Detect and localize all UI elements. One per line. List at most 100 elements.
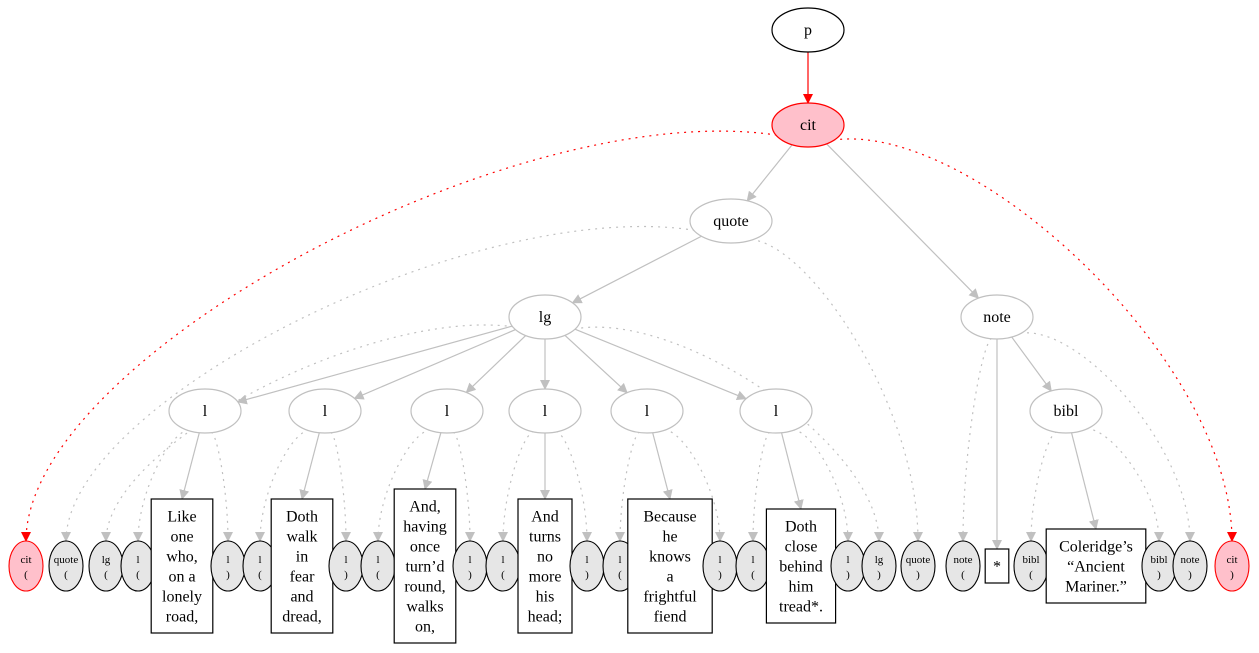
node-label: lg (539, 309, 551, 326)
node-label: l (323, 403, 328, 420)
text-line: round, (404, 579, 445, 596)
text-line: Doth (785, 519, 817, 536)
marker-tag: bibl (1150, 554, 1167, 566)
node-l: l (508, 388, 582, 434)
tree-edge (780, 432, 804, 510)
marker-paren: ) (468, 569, 472, 581)
text-line: no (537, 549, 553, 566)
marker-paren: ) (1230, 569, 1234, 581)
tree-edge (422, 432, 442, 490)
marker-tag: cit (21, 554, 32, 566)
marker-token: l) (328, 540, 364, 592)
text-line: on, (415, 619, 435, 636)
node-label: p (804, 22, 812, 39)
marker-paren: ( (961, 569, 965, 581)
marker-paren: ( (618, 569, 622, 581)
marker-paren: ) (916, 569, 920, 581)
node-label: quote (713, 213, 749, 230)
text-line: knows (649, 549, 691, 566)
tree-edge (299, 432, 320, 500)
tree-edge (179, 432, 200, 500)
marker-token: bibl) (1141, 540, 1177, 592)
marker-tag: quote (906, 554, 931, 566)
text-token: Like one who, on a lonely road, (150, 498, 214, 634)
marker-tag: l (468, 554, 471, 566)
text-line: road, (166, 609, 198, 626)
marker-paren: ( (501, 569, 505, 581)
marker-paren: ) (1157, 569, 1161, 581)
tree-edge (373, 429, 431, 542)
marker-tag: l (258, 554, 261, 566)
text-line: frightful (643, 589, 697, 606)
edges-layer (21, 52, 1237, 550)
tree-edge (61, 225, 695, 542)
tree-edge (826, 143, 980, 299)
tree-edge (255, 429, 310, 542)
marker-tag: cit (1227, 554, 1238, 566)
text-line: and (290, 589, 313, 606)
text-line: behind (779, 559, 823, 576)
text-line: one (170, 529, 193, 546)
tree-edge (465, 335, 527, 394)
marker-token: l( (735, 540, 771, 592)
marker-token: l) (210, 540, 246, 592)
node-label: l (445, 403, 450, 420)
tree-edge (574, 326, 884, 542)
marker-token: quote( (48, 540, 84, 592)
marker-token: note) (1172, 540, 1208, 592)
marker-paren: ( (376, 569, 380, 581)
marker-tag: l (751, 554, 754, 566)
node-l: l (739, 388, 813, 434)
tree-edge (833, 138, 1237, 542)
marker-token: l) (569, 540, 605, 592)
tree-edge (1070, 432, 1099, 530)
marker-token: cit) (1214, 540, 1250, 592)
text-line: lonely (162, 589, 202, 606)
node-label: note (983, 309, 1011, 326)
marker-token: lg( (88, 540, 124, 592)
tree-edge (564, 334, 628, 394)
marker-paren: ) (226, 569, 230, 581)
tree-edge (1011, 336, 1052, 392)
marker-tag: lg (875, 554, 884, 566)
tree-edge (21, 130, 777, 542)
text-line: walk (286, 529, 317, 546)
marker-tag: lg (102, 554, 111, 566)
marker-tag: l (585, 554, 588, 566)
marker-tag: l (846, 554, 849, 566)
marker-tag: note (954, 554, 973, 566)
text-line: his (536, 589, 555, 606)
tree-edge (1026, 431, 1058, 542)
text-line: turns (529, 529, 561, 546)
node-label: l (645, 403, 650, 420)
text-line: Because (643, 509, 696, 526)
tree-edge (1086, 427, 1164, 542)
marker-paren: ( (1029, 569, 1033, 581)
text-line: who, (166, 549, 198, 566)
text-token: * (984, 548, 1010, 584)
text-line: Coleridge’s (1059, 539, 1133, 556)
node-l: l (610, 388, 684, 434)
marker-tag: quote (54, 554, 79, 566)
text-line: on a (168, 569, 195, 586)
tree-edge (792, 429, 853, 542)
tree-edge (236, 325, 513, 405)
text-line: fiend (654, 609, 687, 626)
marker-tag: bibl (1022, 554, 1039, 566)
marker-paren: ) (1188, 569, 1192, 581)
marker-token: l( (120, 540, 156, 592)
text-line: tread*. (779, 599, 823, 616)
marker-token: l) (452, 540, 488, 592)
text-line: Like (167, 509, 196, 526)
marker-tag: l (376, 554, 379, 566)
tree-edge (210, 431, 233, 542)
tree-edge (498, 430, 535, 542)
tree-edge (652, 432, 673, 500)
text-line: him (789, 579, 814, 596)
marker-paren: ) (344, 569, 348, 581)
marker-paren: ) (846, 569, 850, 581)
text-line: Mariner.” (1065, 579, 1127, 596)
node-label: l (774, 403, 779, 420)
